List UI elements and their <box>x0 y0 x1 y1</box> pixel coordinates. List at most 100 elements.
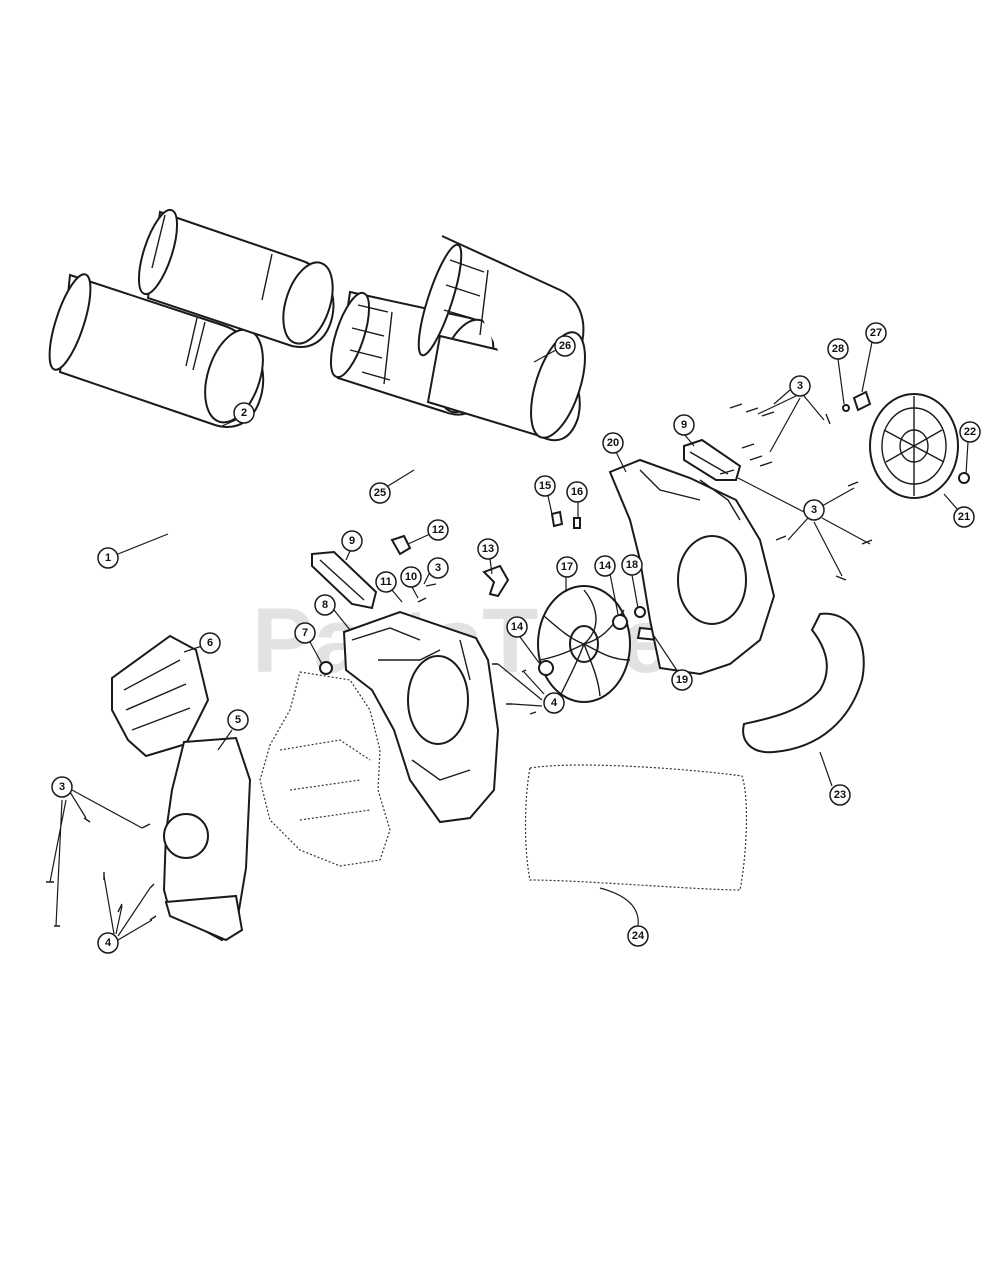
callout-label: 3 <box>59 781 65 793</box>
callout-23[interactable]: 23 <box>829 784 851 806</box>
callout-label: 13 <box>482 543 494 555</box>
callout-15[interactable]: 15 <box>534 475 556 497</box>
callout-label: 10 <box>405 571 417 583</box>
part-12-fitting[interactable] <box>390 534 412 556</box>
part-15-16-pins[interactable] <box>550 510 581 529</box>
callout-label: 4 <box>105 937 112 949</box>
callout-26[interactable]: 26 <box>554 335 576 357</box>
callout-28[interactable]: 28 <box>827 338 849 360</box>
part-20-right-housing[interactable] <box>608 458 776 676</box>
callout-10[interactable]: 10 <box>400 566 422 588</box>
callout-3[interactable]: 3 <box>789 375 811 397</box>
part-7-nut[interactable] <box>319 661 333 675</box>
callout-label: 19 <box>676 674 688 686</box>
callout-circle <box>566 481 588 503</box>
callout-circle <box>314 594 336 616</box>
callout-label: 24 <box>632 930 645 942</box>
callout-circle <box>594 555 616 577</box>
callout-circle <box>554 335 576 357</box>
callout-circle <box>427 557 449 579</box>
callout-label: 26 <box>559 340 571 352</box>
callout-13[interactable]: 13 <box>477 538 499 560</box>
callout-label: 20 <box>607 437 619 449</box>
part-1-blower-tube[interactable] <box>41 270 273 430</box>
callout-label: 4 <box>551 697 558 709</box>
part-17-impeller[interactable] <box>537 585 631 703</box>
part-8-left-housing[interactable] <box>342 610 500 824</box>
callout-circle <box>953 506 975 528</box>
callout-circle <box>51 776 73 798</box>
callout-circle <box>375 571 397 593</box>
callout-label: 15 <box>539 480 551 492</box>
callout-19[interactable]: 19 <box>671 669 693 691</box>
callout-circle <box>97 932 119 954</box>
part-24-bag[interactable] <box>524 764 748 891</box>
part-13-trigger[interactable] <box>482 564 510 598</box>
callout-22[interactable]: 22 <box>959 421 981 443</box>
callout-20[interactable]: 20 <box>602 432 624 454</box>
callout-11[interactable]: 11 <box>375 571 397 593</box>
callout-label: 7 <box>302 627 308 639</box>
callout-1[interactable]: 1 <box>97 547 119 569</box>
part-22-27-28-small-parts[interactable] <box>842 390 970 484</box>
callout-8[interactable]: 8 <box>314 594 336 616</box>
callout-circle <box>959 421 981 443</box>
callout-4[interactable]: 4 <box>97 932 119 954</box>
callout-label: 3 <box>811 504 817 516</box>
callout-6[interactable]: 6 <box>199 632 221 654</box>
callout-14[interactable]: 14 <box>506 616 528 638</box>
part-26-vacuum-tube-upper[interactable] <box>411 235 596 444</box>
callout-3[interactable]: 3 <box>803 499 825 521</box>
part-6-shield[interactable] <box>111 634 210 758</box>
part-23-hose[interactable] <box>742 612 865 754</box>
callout-circle <box>506 616 528 638</box>
callout-2[interactable]: 2 <box>233 402 255 424</box>
callout-25[interactable]: 25 <box>369 482 391 504</box>
callout-label: 5 <box>235 714 241 726</box>
callout-27[interactable]: 27 <box>865 322 887 344</box>
callout-label: 18 <box>626 559 638 571</box>
callout-label: 21 <box>958 511 970 523</box>
callout-circle <box>97 547 119 569</box>
part-5-front-cover[interactable] <box>162 736 252 942</box>
callout-circle <box>227 709 249 731</box>
callout-circle <box>671 669 693 691</box>
callout-circle <box>427 519 449 541</box>
callout-14[interactable]: 14 <box>594 555 616 577</box>
part-21-filter-cover[interactable] <box>869 393 959 499</box>
callout-24[interactable]: 24 <box>627 925 649 947</box>
callout-circle <box>294 622 316 644</box>
callout-label: 12 <box>432 524 444 536</box>
part-9-duct-strip-right[interactable] <box>683 438 742 481</box>
callout-circle <box>789 375 811 397</box>
callout-label: 1 <box>105 552 111 564</box>
callout-12[interactable]: 12 <box>427 519 449 541</box>
callout-5[interactable]: 5 <box>227 709 249 731</box>
callout-7[interactable]: 7 <box>294 622 316 644</box>
callout-21[interactable]: 21 <box>953 506 975 528</box>
callout-circle <box>341 530 363 552</box>
callout-3[interactable]: 3 <box>427 557 449 579</box>
part-14-washers[interactable] <box>538 614 628 676</box>
callout-label: 14 <box>511 621 524 633</box>
callout-label: 9 <box>681 419 687 431</box>
callout-label: 27 <box>870 327 882 339</box>
callout-4[interactable]: 4 <box>543 692 565 714</box>
callout-label: 8 <box>322 599 328 611</box>
callout-9[interactable]: 9 <box>673 414 695 436</box>
part-9-duct-strip-left[interactable] <box>311 550 378 610</box>
callout-16[interactable]: 16 <box>566 481 588 503</box>
callout-circle <box>602 432 624 454</box>
callout-3[interactable]: 3 <box>51 776 73 798</box>
callout-9[interactable]: 9 <box>341 530 363 552</box>
callout-label: 16 <box>571 486 583 498</box>
callout-circle <box>556 556 578 578</box>
callout-circle <box>233 402 255 424</box>
callout-label: 23 <box>834 789 846 801</box>
callout-17[interactable]: 17 <box>556 556 578 578</box>
callout-label: 2 <box>241 407 247 419</box>
callout-18[interactable]: 18 <box>621 554 643 576</box>
callout-circle <box>369 482 391 504</box>
callout-circle <box>534 475 556 497</box>
part-2-nozzle-tube[interactable] <box>131 206 342 350</box>
